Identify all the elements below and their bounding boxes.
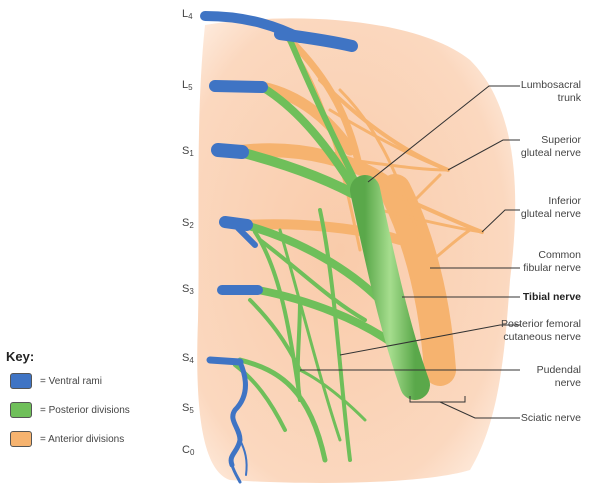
orange-swatch-icon [10,431,32,447]
root-label-s4: S4 [182,352,194,365]
key-item-ventral-rami: = Ventral rami [10,371,102,391]
key-title: Key: [6,349,34,364]
s1-ventral-ramus [218,150,242,152]
root-label-s5: S5 [182,402,194,415]
root-label-s2: S2 [182,217,194,230]
key-item-anterior-divisions: = Anterior divisions [10,429,124,449]
label-tibial-nerve: Tibial nerve [523,291,581,304]
key-label: = Posterior divisions [40,405,130,416]
blue-swatch-icon [10,373,32,389]
l5-ventral-ramus [215,86,262,87]
root-label-l5: L5 [182,79,193,92]
green-swatch-icon [10,402,32,418]
key-label: = Anterior divisions [40,434,124,445]
s2-ventral-ramus [225,222,247,225]
s4-ventral-ramus [210,360,240,362]
root-label-s3: S3 [182,283,194,296]
root-label-s1: S1 [182,145,194,158]
key-label: = Ventral rami [40,376,102,387]
label-sciatic-nerve: Sciatic nerve [521,412,581,425]
root-label-c0: C0 [182,444,194,457]
key-item-posterior-divisions: = Posterior divisions [10,400,130,420]
root-label-l4: L4 [182,8,193,21]
